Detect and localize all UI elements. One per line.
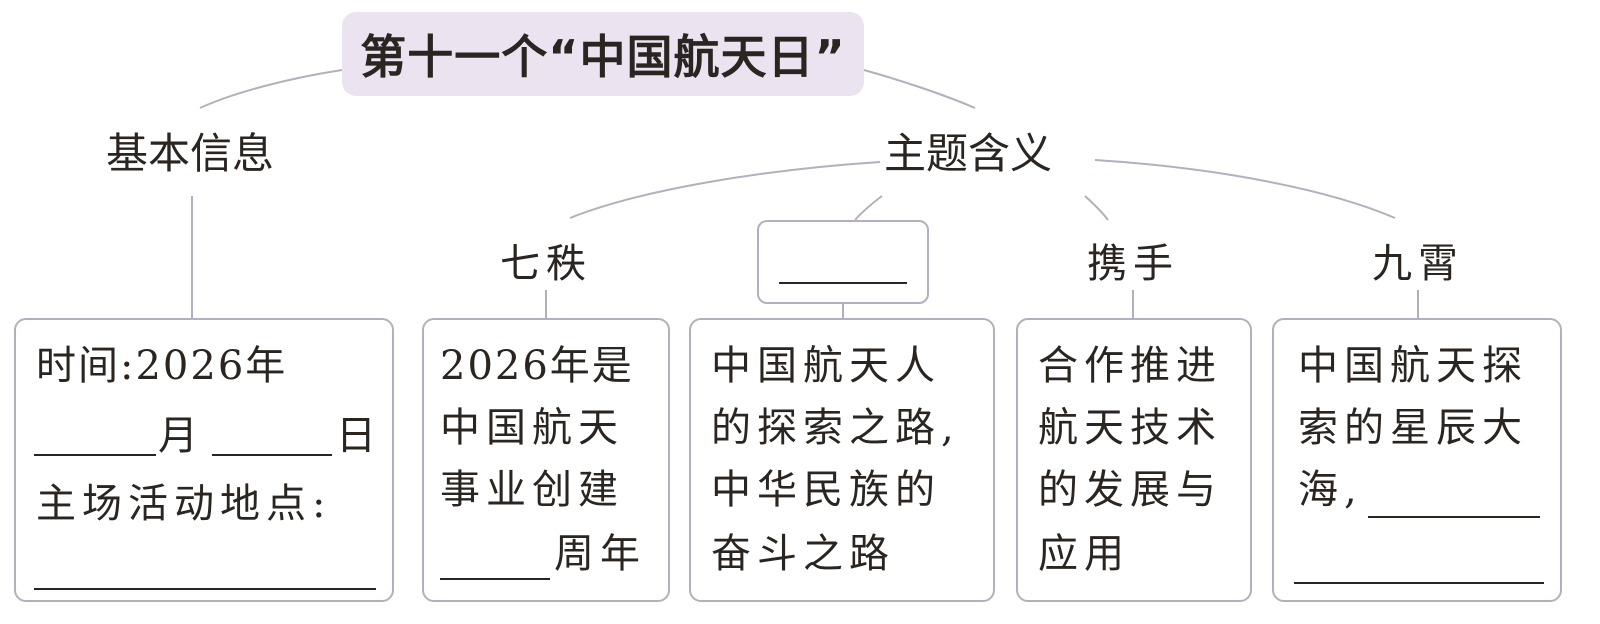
blank-theme-line-2: 的探索之路, [711,405,960,451]
branch-theme-meaning: 主题含义 [884,129,1053,178]
day-label: 日 [336,413,382,459]
connector-title-basic [199,69,343,109]
sub-node-qizhi: 七秩 [500,241,592,287]
box-basic-info: 时间:2026年 月 日 主场活动地点: [14,318,394,602]
xieshou-line-2: 航天技术 [1038,405,1222,451]
answer-blank [779,282,907,284]
branch-basic-info: 基本信息 [106,129,275,178]
jiuxiao-blank-1[interactable] [1368,516,1540,518]
qizhi-line-2: 中国航天 [440,405,624,451]
time-line: 时间:2026年 [36,346,287,386]
xieshou-line-1: 合作推进 [1038,343,1222,389]
month-blank[interactable] [34,454,156,456]
connector-title-theme [863,69,976,109]
blank-theme-line-4: 奋斗之路 [711,531,895,577]
sub-node-blank[interactable] [757,220,929,304]
qizhi-line-3: 事业创建 [440,467,624,513]
xieshou-line-4: 应用 [1038,531,1130,577]
jiuxiao-blank-2[interactable] [1294,582,1544,584]
location-label: 主场活动地点: [36,481,332,527]
connector-theme-blank [854,195,883,221]
time-label: 时间: [36,343,136,389]
diagram-title: 第十一个“中国航天日” [342,12,864,96]
box-qizhi: 2026年是 中国航天 事业创建 周年 [422,318,670,602]
sub-node-xieshou: 携手 [1087,241,1179,287]
month-label: 月 [158,413,204,459]
jiuxiao-line-2: 索的星辰大 [1298,405,1528,451]
blank-theme-line-1: 中国航天人 [711,343,941,389]
location-blank[interactable] [34,588,376,590]
box-jiuxiao: 中国航天探 索的星辰大 海, [1272,318,1562,602]
qizhi-line-4-suffix: 周年 [554,531,646,577]
connector-theme-qizhi [569,161,881,219]
xieshou-line-3: 的发展与 [1038,467,1222,513]
box-xieshou: 合作推进 航天技术 的发展与 应用 [1016,318,1252,602]
connector-theme-xieshou [1084,195,1109,221]
day-blank[interactable] [212,454,332,456]
sub-node-jiuxiao: 九霄 [1372,241,1464,287]
jiuxiao-line-3-prefix: 海, [1298,467,1363,513]
blank-theme-line-3: 中华民族的 [711,467,941,513]
anniversary-blank[interactable] [440,578,550,580]
jiuxiao-line-1: 中国航天探 [1298,343,1528,389]
box-blank-theme: 中国航天人 的探索之路, 中华民族的 奋斗之路 [689,318,995,602]
qizhi-line-1: 2026年是 [440,343,634,389]
time-year: 2026年 [135,343,288,389]
connector-theme-jiuxiao [1094,159,1396,219]
